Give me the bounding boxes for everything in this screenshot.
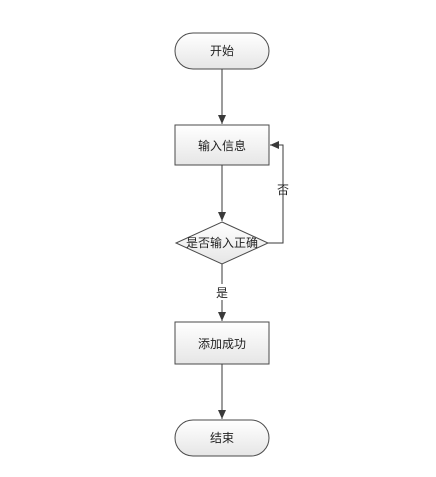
start-node: 开始 <box>174 32 270 70</box>
add-success-node-label: 添加成功 <box>198 337 246 351</box>
end-node-label: 结束 <box>210 431 234 445</box>
edge-no-label: 否 <box>277 183 289 197</box>
end-node: 结束 <box>174 419 270 457</box>
edge-yes-label-bg <box>213 284 231 300</box>
input-info-node-label: 输入信息 <box>198 138 246 153</box>
decision-node: 是否输入正确 <box>174 221 270 265</box>
start-node-label: 开始 <box>210 44 234 58</box>
input-info-node: 输入信息 <box>174 124 270 166</box>
edge-yes-label: 是 <box>216 286 228 300</box>
decision-node-label: 是否输入正确 <box>186 235 258 250</box>
edge-decision-no-loop <box>268 141 284 244</box>
add-success-node: 添加成功 <box>174 321 270 365</box>
